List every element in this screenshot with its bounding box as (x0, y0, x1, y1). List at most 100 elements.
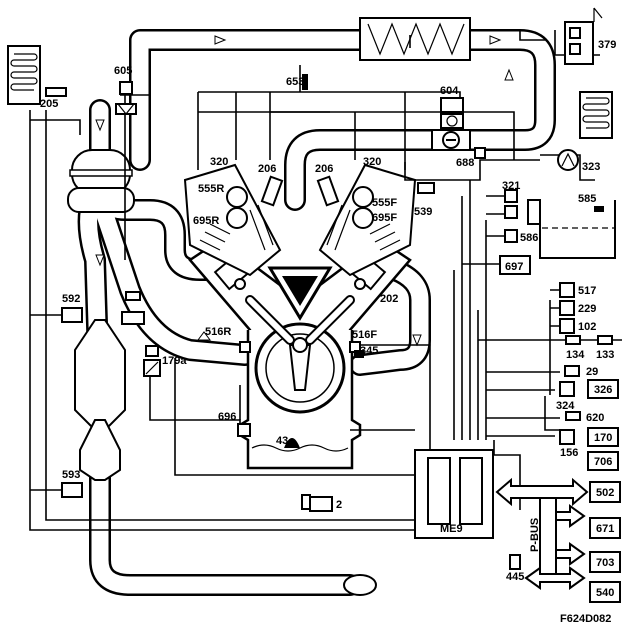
sensor-516R (239, 341, 251, 353)
valve-under-turbo (125, 291, 141, 301)
sensor-620 (565, 411, 581, 421)
sensor-133 (597, 335, 613, 345)
sensor-653 (302, 74, 308, 90)
sensor-102 (559, 318, 575, 334)
ignition-coil-left (260, 175, 284, 207)
sensor-321 (504, 189, 518, 219)
sensor-517 (559, 282, 575, 298)
label-229: 229 (578, 303, 596, 315)
sensor-205 (45, 87, 67, 97)
label-516R: 516R (205, 326, 231, 338)
label-170: 170 (594, 432, 612, 444)
fuel-tank-585 (527, 199, 616, 259)
label-134: 134 (566, 349, 585, 361)
label-326: 326 (594, 384, 612, 396)
label-205: 205 (40, 98, 58, 110)
ecu-label: ME9 (440, 523, 463, 535)
turbocharger (67, 149, 135, 213)
label-206-left: 206 (258, 163, 276, 175)
sensor-696 (237, 423, 251, 437)
label-671: 671 (596, 523, 614, 535)
label-379: 379 (598, 39, 616, 51)
box-170 (587, 427, 619, 447)
label-2: 2 (336, 499, 342, 511)
radiator (579, 91, 613, 139)
exhaust-tailpipe (343, 574, 377, 596)
label-345: 345 (360, 345, 378, 357)
box-326 (587, 379, 619, 399)
box-697 (499, 255, 531, 275)
box-671 (589, 517, 621, 539)
label-688: 688 (456, 157, 474, 169)
label-620: 620 (586, 412, 604, 424)
sensor-688 (474, 147, 486, 159)
sensor-593 (61, 482, 83, 498)
ecu-me9 (414, 449, 494, 539)
sensor-445 (509, 554, 521, 570)
label-133: 133 (596, 349, 614, 361)
valve-inline (121, 311, 145, 325)
label-585: 585 (578, 193, 596, 205)
label-321: 321 (502, 180, 520, 192)
label-555R: 555R (198, 183, 224, 195)
cylinder-head-right (318, 163, 417, 277)
box-706 (587, 451, 619, 471)
sensor-592 (61, 307, 83, 323)
p-bus-label: P-BUS (529, 518, 541, 552)
label-320-right: 320 (363, 156, 381, 168)
label-43: 43 (276, 435, 288, 447)
label-540: 540 (596, 587, 614, 599)
label-539: 539 (414, 206, 432, 218)
sensor-229 (559, 300, 575, 316)
throttle-body-604 (431, 97, 471, 151)
label-29: 29 (586, 366, 598, 378)
sensor-539 (417, 182, 435, 194)
box-502 (589, 481, 621, 503)
label-323: 323 (582, 161, 600, 173)
charge-air-cooler (359, 17, 471, 61)
label-445: 445 (506, 571, 524, 583)
catalytic-converter-1 (74, 319, 126, 431)
label-703: 703 (596, 557, 614, 569)
label-604: 604 (440, 85, 459, 97)
label-502: 502 (596, 487, 614, 499)
sensor-134 (565, 335, 581, 345)
label-516F: 516F (352, 329, 377, 341)
label-592: 592 (62, 293, 80, 305)
label-555F: 555F (372, 197, 397, 209)
label-653: 653 (286, 76, 304, 88)
sensor-605 (115, 81, 137, 115)
label-695R: 695R (193, 215, 219, 227)
label-202: 202 (380, 293, 398, 305)
box-540 (589, 581, 621, 603)
engine-block (188, 238, 412, 470)
component-labels: 205 605 653 604 379 688 323 320 320 206 … (40, 39, 616, 625)
label-517: 517 (578, 285, 596, 297)
cylinder-head-left (183, 163, 282, 277)
label-605: 605 (114, 65, 132, 77)
sensor-326-symbol (559, 381, 575, 397)
sensor-345 (354, 350, 364, 358)
sensor-179a (143, 345, 161, 377)
label-324: 324 (556, 400, 575, 412)
label-179a: 179a (162, 355, 187, 367)
label-586: 586 (520, 232, 538, 244)
box-703 (589, 551, 621, 573)
sensor-29 (564, 365, 580, 377)
pump-323 (557, 149, 579, 171)
label-320-left: 320 (210, 156, 228, 168)
label-706: 706 (594, 456, 612, 468)
sensor-2 (301, 494, 333, 512)
figure-code: F624D082 (560, 613, 611, 625)
sensor-156 (559, 429, 575, 445)
label-206-right: 206 (315, 163, 333, 175)
label-696: 696 (218, 411, 236, 423)
label-102: 102 (578, 321, 596, 333)
catalytic-converter-2 (79, 419, 121, 481)
label-593: 593 (62, 469, 80, 481)
air-filter (7, 45, 41, 105)
label-695F: 695F (372, 212, 397, 224)
label-156: 156 (560, 447, 578, 459)
sensor-586 (504, 229, 518, 243)
